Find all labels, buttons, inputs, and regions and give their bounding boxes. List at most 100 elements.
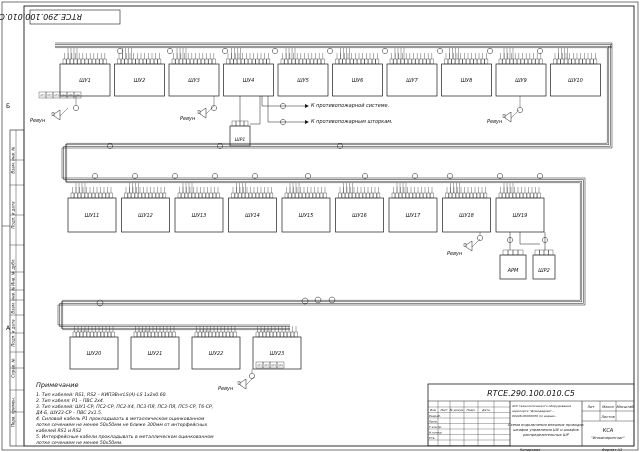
cable-marker <box>272 48 278 54</box>
terminal <box>92 58 96 65</box>
cabinet-ШУ17: ШУ17 <box>388 187 438 233</box>
cabinet-label: ШУ19 <box>513 213 528 219</box>
terminal <box>111 331 115 338</box>
siren-icon: Ревун <box>30 107 69 124</box>
terminal <box>95 192 99 199</box>
siren-horn <box>239 378 247 390</box>
cable-marker <box>172 173 178 179</box>
cabinet-label: ШУ2 <box>134 78 146 84</box>
notes-block: Примечание 1. Тип кабелей: RS1, RS2 – КИ… <box>35 381 214 446</box>
format-label: Формат А3 <box>602 448 623 452</box>
terminal <box>512 249 519 256</box>
terminal <box>426 192 431 199</box>
siren-body <box>51 112 55 116</box>
terminal <box>507 249 514 256</box>
cable-marker <box>212 173 218 179</box>
terminal <box>411 58 416 65</box>
drawing-title: шкафов управления ШУ и шкафов <box>513 428 578 432</box>
cabinet-label: ШУ20 <box>87 351 102 357</box>
cabinet-label: ШУ14 <box>245 213 260 219</box>
terminal <box>422 58 427 65</box>
cabinet-label: ШУ7 <box>406 78 418 84</box>
cable-marker <box>96 299 104 307</box>
terminal <box>179 58 183 65</box>
terminal <box>215 331 220 338</box>
terminal <box>400 58 405 65</box>
terminal <box>291 58 296 65</box>
terminal <box>448 192 453 199</box>
terminal <box>252 192 256 199</box>
drawing-code-stamp: RTCE.290.100.010.C5 <box>0 12 82 21</box>
cable-marker <box>337 143 343 149</box>
terminal <box>310 58 314 65</box>
terminal <box>506 58 510 65</box>
terminal <box>295 192 299 199</box>
terminal <box>405 192 410 199</box>
terminal <box>77 192 82 199</box>
terminal <box>77 58 81 65</box>
terminal <box>100 331 105 338</box>
terminal <box>483 192 488 199</box>
terminal <box>161 331 166 338</box>
cabinet-ШУ18: ШУ18 <box>442 187 491 233</box>
terminal <box>509 58 514 65</box>
note-line: 3. Тип кабелей: ШУ1-СР, ПС2-СР, ПС2-Х4, … <box>36 404 213 410</box>
terminal <box>319 192 324 199</box>
terminal <box>284 192 289 199</box>
terminal <box>466 192 470 199</box>
siren-body <box>197 110 201 114</box>
terminal <box>276 331 281 338</box>
cabinet-label: ШУ16 <box>352 213 367 219</box>
terminal <box>502 249 509 256</box>
terminal <box>533 192 538 199</box>
terminal-tag-label: ХТ3 <box>54 95 59 98</box>
terminal <box>231 192 235 199</box>
siren-icon: Ревун <box>447 238 481 257</box>
terminal <box>151 331 155 338</box>
drawing-code: RTCE.290.100.010.C5 <box>487 389 575 398</box>
terminal <box>589 58 594 65</box>
terminal <box>280 58 285 65</box>
terminal <box>480 192 484 199</box>
cable-marker <box>437 48 443 54</box>
note-line: кабелей RS1 и RS2 <box>36 428 82 434</box>
terminal <box>135 58 140 65</box>
cabinet-ШУ6: ШУ6 <box>332 53 383 97</box>
terminal <box>212 58 216 65</box>
cable-marker <box>92 173 98 179</box>
terminal <box>109 192 113 199</box>
terminal <box>498 192 503 199</box>
cable-marker <box>280 103 286 109</box>
terminal <box>539 249 545 256</box>
terminal <box>241 192 246 199</box>
terminal <box>426 58 430 65</box>
cable-marker <box>305 173 311 179</box>
terminal <box>502 192 506 199</box>
terminal <box>81 192 85 199</box>
terminal <box>259 331 263 338</box>
terminal <box>198 331 202 338</box>
change-header: Лист <box>439 408 448 412</box>
terminal <box>451 58 456 65</box>
terminal <box>88 192 92 199</box>
siren-body <box>463 243 467 247</box>
terminal <box>553 58 557 65</box>
terminal <box>473 58 478 65</box>
inner-border <box>23 5 635 447</box>
terminal <box>269 331 274 338</box>
terminal <box>154 331 159 338</box>
terminal <box>305 192 310 199</box>
side-stamp-label: Взам. инв. № <box>11 146 16 173</box>
terminal <box>159 192 163 199</box>
terminal <box>430 58 434 65</box>
terminal <box>204 58 209 65</box>
terminal <box>528 58 532 65</box>
terminal <box>142 58 147 65</box>
terminal <box>144 331 148 338</box>
side-stamp-label: Подп. и дата <box>11 319 16 347</box>
cabinet-label: ШУ3 <box>188 78 200 84</box>
cabinet-ШУ11: ШУ11 <box>67 187 117 233</box>
terminal <box>299 58 303 65</box>
